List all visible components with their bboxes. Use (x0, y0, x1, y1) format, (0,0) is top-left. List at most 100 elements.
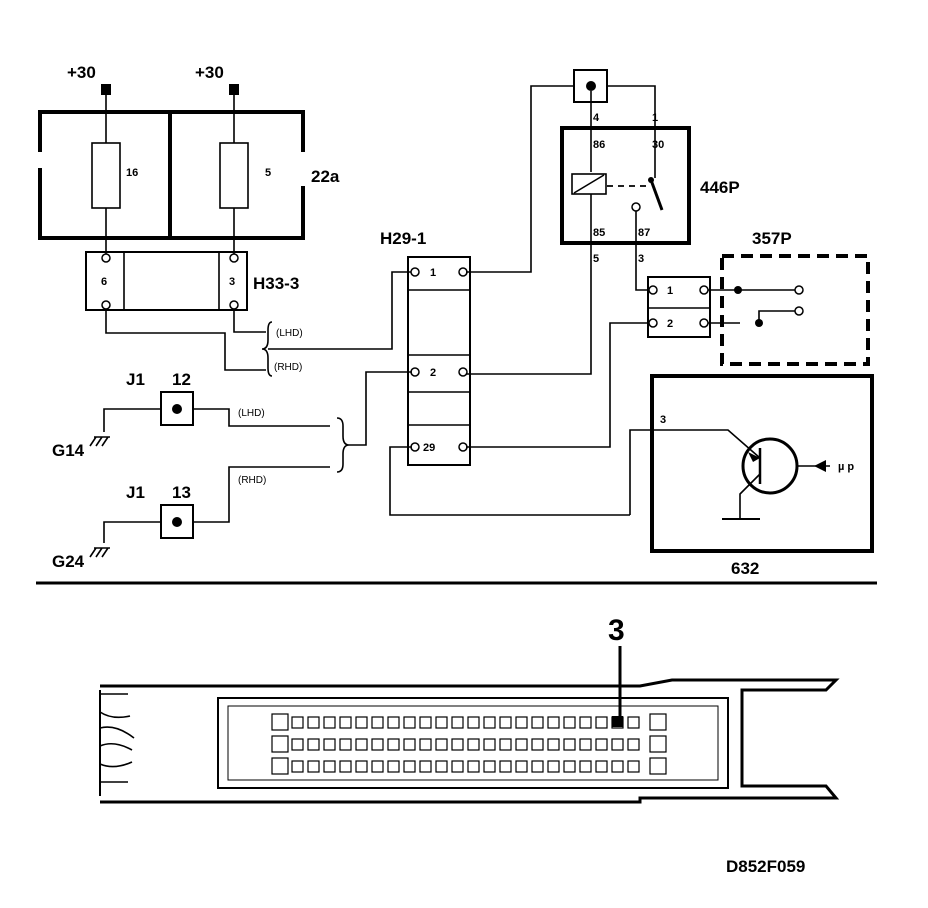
connector-pin (323, 738, 336, 751)
connector-pin (307, 760, 320, 773)
connector-pin (547, 760, 560, 773)
connector-pin (355, 738, 368, 751)
ground-label-g24: G24 (52, 552, 85, 571)
connector-pin (291, 760, 304, 773)
connector-pin (435, 738, 448, 751)
relay-wire-3: 3 (638, 253, 644, 265)
relay-terminal-87: 87 (638, 227, 650, 239)
connector-pin (323, 716, 336, 729)
connector-pin (419, 716, 432, 729)
junction-label-2: J1 (126, 483, 145, 502)
fuse-number-2: 5 (265, 167, 271, 179)
connector-h29-1: 1 2 29 H29-1 (380, 229, 471, 466)
connector-h33-3: 6 3 H33-3 (85, 251, 299, 311)
connector-pin (579, 716, 592, 729)
connector-pin (419, 738, 432, 751)
fuse-16 (91, 142, 121, 209)
connector-pin (339, 738, 352, 751)
supply-terminal-2 (229, 84, 239, 95)
h33-label: H33-3 (253, 274, 299, 293)
relay-terminal-85: 85 (593, 227, 605, 239)
fuse-box-22a: +30 +30 16 5 22a (38, 63, 340, 258)
connector-pin (483, 760, 496, 773)
connector-pin (451, 716, 464, 729)
connector-pin (339, 760, 352, 773)
h33-variant-rhd: (RHD) (274, 362, 302, 373)
connector-pin (627, 716, 640, 729)
connector-pin (515, 716, 528, 729)
connector-pin (611, 760, 624, 773)
connector-pin (531, 760, 544, 773)
connector-view: 3 (99, 614, 840, 804)
connector-pin (339, 716, 352, 729)
ground-variant-rhd: (RHD) (238, 475, 266, 486)
connector-pin (595, 716, 608, 729)
junction-pin-12: 12 (172, 370, 191, 389)
connector-pin (627, 760, 640, 773)
connector-pin (291, 716, 304, 729)
h33-variant-lhd: (LHD) (276, 328, 303, 339)
relay-wire-1: 1 (652, 112, 658, 124)
connector-pin (579, 760, 592, 773)
connector-pin (579, 738, 592, 751)
connector-pin (531, 738, 544, 751)
connector-pin (499, 716, 512, 729)
connector-callout: 3 (608, 614, 625, 647)
connector-pin (451, 738, 464, 751)
connector-pin (291, 738, 304, 751)
switch-pin-1: 1 (667, 285, 673, 297)
connector-pin (547, 716, 560, 729)
switch-label: 357P (752, 229, 792, 248)
switch-pin-2: 2 (667, 318, 673, 330)
connector-pin (371, 738, 384, 751)
connector-pin (515, 738, 528, 751)
connector-pin (467, 716, 480, 729)
connector-pin (387, 738, 400, 751)
connector-pin (307, 738, 320, 751)
connector-pin (547, 738, 560, 751)
connector-pin (435, 760, 448, 773)
h29-pin-1: 1 (430, 267, 436, 279)
connector-pin (595, 760, 608, 773)
ground-label-g14: G14 (52, 441, 85, 460)
connector-pin (563, 760, 576, 773)
ground-junction-12: J1 12 G14 (LHD) (52, 370, 330, 460)
connector-pin (387, 760, 400, 773)
connector-pin (499, 738, 512, 751)
connector-pin (271, 735, 289, 753)
h33-pin-6: 6 (101, 276, 107, 288)
switch-357p: 1 2 357P (647, 229, 870, 366)
relay-terminal-86: 86 (593, 139, 605, 151)
connector-pin (531, 716, 544, 729)
relay-terminal-30: 30 (652, 139, 664, 151)
supply-label-2: +30 (195, 63, 224, 82)
connector-pin (271, 713, 289, 731)
connector-pin (387, 716, 400, 729)
connector-pin (649, 713, 667, 731)
connector-pin (563, 716, 576, 729)
fuse-number-1: 16 (126, 167, 138, 179)
connector-pin (515, 760, 528, 773)
module-input-label: µ p (838, 461, 854, 473)
connector-pin (611, 738, 624, 751)
module-pin-3: 3 (660, 414, 666, 426)
connector-pin (483, 716, 496, 729)
fuse-5 (219, 142, 249, 209)
connector-pin (419, 760, 432, 773)
connector-pin (563, 738, 576, 751)
connector-pin (467, 738, 480, 751)
connector-pin (595, 738, 608, 751)
junction-pin-13: 13 (172, 483, 191, 502)
connector-pin-grid (271, 713, 667, 775)
junction-label-1: J1 (126, 370, 145, 389)
relay-446p: 4 1 86 30 85 87 5 3 446P (560, 69, 740, 291)
control-module-632: 3 µ p 632 (629, 374, 874, 578)
connector-pin-3 (612, 716, 623, 727)
relay-label: 446P (700, 178, 740, 197)
connector-pin (323, 760, 336, 773)
connector-pin (467, 760, 480, 773)
figure-code: D852F059 (726, 857, 805, 876)
connector-pin (403, 716, 416, 729)
connector-pin (451, 760, 464, 773)
